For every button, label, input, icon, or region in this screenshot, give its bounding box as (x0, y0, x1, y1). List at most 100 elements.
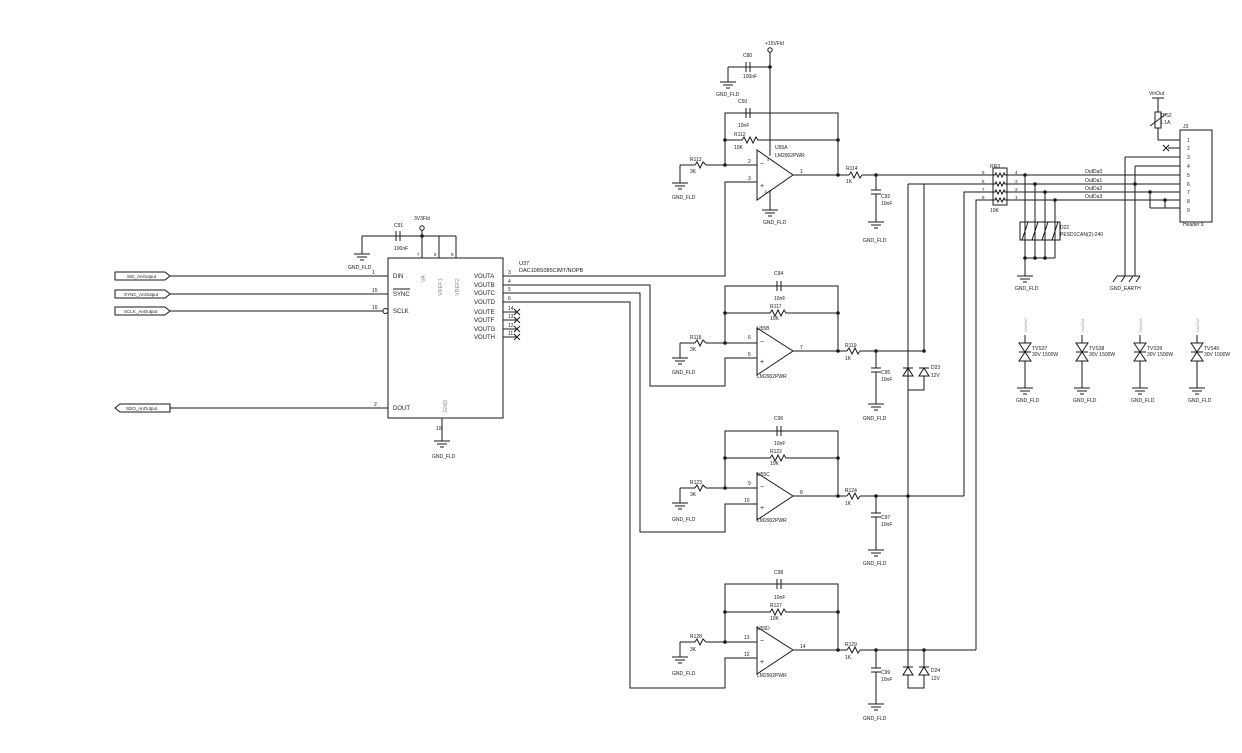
port-dout (114, 403, 171, 413)
header-pin-6: 6 (1187, 182, 1190, 188)
c92-ref: C92 (881, 194, 890, 200)
array-routing (908, 183, 985, 650)
dac-out-num-a: 3 (508, 270, 511, 276)
resistor-array-rr3: RR3 10K 5 6 7 8 4 3 2 1 (982, 164, 1018, 214)
rr3-pin-l2: 6 (982, 179, 985, 184)
svg-text:+: + (760, 359, 764, 366)
header-pin-7: 7 (1187, 190, 1190, 196)
zener-d23: D23 12V (902, 184, 941, 496)
dac-supply-label: 3V3Fld (414, 216, 430, 222)
c97-gnd-label: GND_FLD (863, 561, 887, 567)
tvs37-ref: TVS37 (1032, 346, 1048, 352)
header-pin-3: 3 (1187, 155, 1190, 161)
dac-part: DAC108S085CIMT/NOPB (519, 268, 584, 274)
port-din-label: SDI_AnOutput (127, 274, 157, 279)
dac-pin-num-vref1: 8 (434, 252, 437, 257)
u55a-pin-minus: 2 (748, 159, 751, 165)
dac-out-num-d: 6 (508, 296, 511, 302)
dac-out-e: VOUTE (474, 310, 495, 316)
dac-out-num-b: 4 (508, 279, 511, 285)
c95-ref: C95 (881, 370, 890, 376)
u55b-part: LM2902PWR (757, 374, 787, 380)
port-sclk-label: SCLK_AnOutput (124, 309, 158, 314)
c96-ref: C96 (774, 416, 783, 422)
svg-text:−: − (760, 161, 764, 168)
opamp-stage-b: − + U55B LM2902PWR 6 5 7 R118 3K GND_FLD… (672, 271, 924, 422)
opamp-stage-d: − + U55D LM2902PWR 13 12 14 R128 3K GND_… (672, 570, 976, 722)
dac-pin-va: VA (421, 275, 427, 282)
header-j3: J3 Header 9 1 2 3 4 5 6 7 8 9 GND_EARTH (1110, 124, 1213, 292)
d22-ref: D22 (1060, 225, 1069, 231)
r128-ref: R128 (690, 634, 702, 640)
d24-ref: D24 (931, 668, 940, 674)
rr3-pin-r2: 3 (1015, 179, 1018, 184)
c91-ref: C91 (394, 223, 403, 229)
c97-ref: C97 (881, 515, 890, 521)
rr3-pin-r4: 1 (1015, 195, 1018, 200)
dac-out-num-g: 12 (508, 323, 514, 329)
no-connect-marks (513, 308, 521, 341)
r119-value: 1K (845, 356, 852, 362)
net-outda0: OutDa0 (1085, 169, 1102, 175)
r123-value: 3K (690, 492, 697, 498)
header-pin-1: 1 (1187, 138, 1190, 144)
rr3-ref: RR3 (990, 164, 1000, 170)
c99-ref: C99 (881, 670, 890, 676)
opamp-u55d (756, 626, 794, 675)
r124-ref: R124 (845, 488, 857, 494)
tvs39-value: 30V 1500W (1147, 352, 1173, 358)
dac-pin-vref1: VREF1 (438, 278, 444, 296)
esd-d22: D22 PESD1CAN(2)-240 1 2 3 4 GND_FLD (1015, 175, 1103, 292)
header-pin-9: 9 (1187, 208, 1190, 214)
r127-ref: R127 (770, 603, 782, 609)
dac-out-a: VOUTA (474, 274, 494, 280)
output-nets: OutDa0 OutDa1 OutDa2 OutDa3 (1015, 169, 1180, 202)
dac-pin-num-va: 7 (417, 252, 420, 257)
rr3-pin-r3: 2 (1015, 187, 1018, 192)
r122-ref: R122 (770, 449, 782, 455)
dac-out-f: VOUTF (474, 318, 495, 324)
dac-out-c: VOUTC (474, 291, 496, 297)
fuse-tf52: VinOut TF52 1.1A (1149, 91, 1172, 140)
tvs37-net: OutDa0 (1023, 317, 1028, 332)
rr3-pin-l4: 8 (982, 195, 985, 200)
dac-pin-vref2: VREF2 (455, 278, 461, 296)
c80-ref: C80 (743, 53, 752, 59)
dac-out-g: VOUTG (474, 327, 496, 333)
r112-ref: R112 (734, 132, 746, 138)
dac-pin-num-sync: 15 (372, 288, 378, 294)
dac-u37: U37 DAC108S085CIMT/NOPB 1 DIN 15 SYNC 16… (170, 216, 584, 460)
r124-value: 1K (845, 501, 852, 507)
tvs37-gnd-label: GND_FLD (1016, 398, 1040, 404)
opamp-u55a (756, 149, 794, 201)
port-sync-label: SYNC_AnOutput (124, 292, 159, 297)
c94-value: 10nF (774, 296, 785, 302)
dac-pin-num-vref2: 9 (451, 252, 454, 257)
fuse-supply-label: VinOut (1149, 91, 1165, 97)
dac-pin-num-dout: 2 (374, 402, 377, 408)
r123-ref: R123 (690, 480, 702, 486)
c50-ref: C50 (738, 99, 747, 105)
u55c-pin-out: 8 (800, 490, 803, 496)
header-pin-8: 8 (1187, 199, 1190, 205)
tvs40-value: 30V 1500W (1204, 352, 1230, 358)
u55c-pin-minus: 9 (748, 481, 751, 487)
r114-ref: R114 (846, 166, 858, 172)
c94-ref: C94 (774, 271, 783, 277)
svg-text:4: 4 (1054, 216, 1058, 218)
dac-pin-num-gnd: 10 (436, 426, 442, 432)
earth-gnd-label: GND_EARTH (1110, 286, 1141, 292)
r118-gnd-label: GND_FLD (672, 370, 696, 376)
tvs38-value: 30V 1500W (1089, 352, 1115, 358)
dac-out-num-h: 11 (508, 331, 513, 337)
u55d-pin-minus: 13 (744, 635, 750, 641)
r113-value: 3K (690, 169, 697, 175)
u55d-ref: U55D (757, 626, 770, 632)
port-dout-label: SDO_AnOutput (126, 406, 158, 411)
u55a-pin-out: 1 (800, 169, 803, 175)
d22-part: PESD1CAN(2)-240 (1060, 232, 1103, 238)
r118-ref: R118 (690, 335, 702, 341)
tvs38-gnd-label: GND_FLD (1073, 398, 1097, 404)
u55b-pin-out: 7 (800, 345, 803, 351)
c80-value: 100nF (743, 74, 757, 80)
